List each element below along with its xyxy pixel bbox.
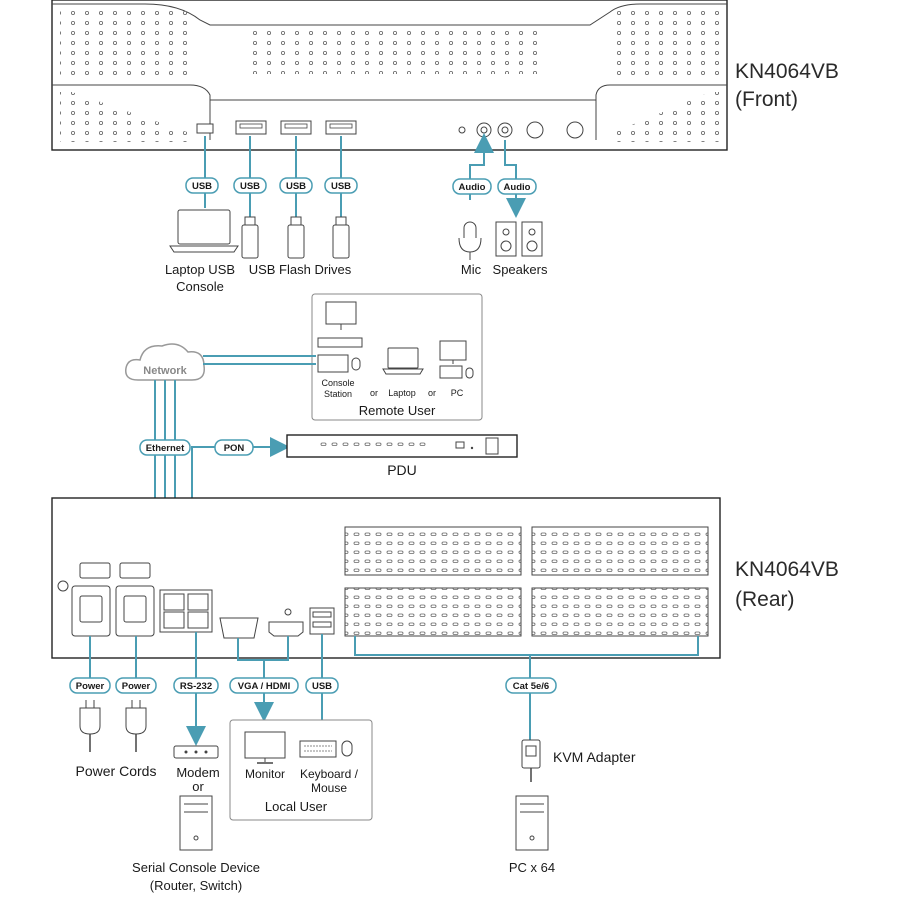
ground-screw-icon bbox=[57, 580, 69, 592]
vent-grille-icon bbox=[612, 10, 720, 80]
remote-user-label: Remote User bbox=[359, 403, 436, 418]
pc-monitor-icon bbox=[439, 340, 474, 379]
speakers-icon bbox=[495, 221, 543, 257]
usb-badge: USB bbox=[185, 177, 219, 194]
svg-text:Power: Power bbox=[76, 681, 105, 692]
laptop-console-label: Laptop USB bbox=[165, 262, 235, 277]
console-station-label: Console bbox=[321, 378, 354, 388]
vga-hdmi-badge: VGA / HDMI bbox=[229, 677, 299, 694]
remote-pc-label: PC bbox=[451, 388, 464, 398]
power-badge: Power bbox=[115, 677, 157, 694]
console-station-label-2: Station bbox=[324, 389, 352, 399]
kvm-port-array-icon bbox=[344, 587, 522, 637]
mini-usb-port-icon bbox=[196, 123, 214, 134]
serial-console-label: Serial Console Device bbox=[132, 860, 260, 875]
local-user-label: Local User bbox=[265, 799, 328, 814]
usb-flash-drive-icon bbox=[287, 216, 305, 259]
svg-text:Audio: Audio bbox=[459, 182, 486, 193]
svg-text:USB: USB bbox=[331, 181, 351, 192]
usb-flash-drive-icon bbox=[332, 216, 350, 259]
power-cords-label: Power Cords bbox=[76, 763, 157, 779]
vent-grille-icon bbox=[250, 28, 540, 74]
power-switch-icon bbox=[485, 437, 499, 455]
monitor-icon bbox=[244, 731, 286, 764]
power-badge: Power bbox=[69, 677, 111, 694]
keyboard-mouse-label-2: Mouse bbox=[311, 781, 347, 795]
svg-text:USB: USB bbox=[286, 181, 306, 192]
modem-icon bbox=[173, 745, 219, 759]
svg-text:Cat 5e/6: Cat 5e/6 bbox=[513, 681, 549, 692]
or-label: or bbox=[428, 388, 436, 398]
kvm-port-array-icon bbox=[344, 526, 522, 576]
audio-badge: Audio bbox=[497, 178, 537, 195]
svg-text:USB: USB bbox=[192, 181, 212, 192]
rear-model-label: KN4064VB bbox=[735, 558, 839, 581]
svg-text:USB: USB bbox=[240, 181, 260, 192]
usb-flash-drive-icon bbox=[241, 216, 259, 259]
pc-tower-icon bbox=[515, 795, 549, 851]
vent-grille-icon bbox=[60, 10, 190, 80]
svg-text:Ethernet: Ethernet bbox=[146, 443, 185, 454]
ethernet-badge: Ethernet bbox=[139, 439, 191, 456]
rs232-badge: RS-232 bbox=[173, 677, 219, 694]
usb-badge: USB bbox=[324, 177, 358, 194]
vga-port-icon bbox=[219, 617, 259, 639]
usb-badge: USB bbox=[233, 177, 267, 194]
network-cloud-icon: Network bbox=[125, 343, 205, 381]
front-unit bbox=[51, 0, 728, 151]
serial-console-label-2: (Router, Switch) bbox=[150, 878, 242, 893]
power-cord-icon bbox=[79, 700, 101, 752]
mic-label: Mic bbox=[461, 262, 482, 277]
modem-label: Modem bbox=[176, 765, 219, 780]
remote-laptop-label: Laptop bbox=[388, 388, 416, 398]
cat-cable-badge: Cat 5e/6 bbox=[505, 677, 557, 694]
keyboard-mouse-icon bbox=[299, 740, 353, 758]
or-label: or bbox=[370, 388, 378, 398]
monitor-label: Monitor bbox=[245, 767, 285, 781]
pc-count-label: PC x 64 bbox=[509, 860, 555, 875]
button-icon bbox=[526, 121, 544, 139]
hdmi-port-icon bbox=[268, 621, 304, 637]
front-model-label: KN4064VB bbox=[735, 60, 839, 83]
front-side-label: (Front) bbox=[735, 88, 798, 111]
console-station-icon bbox=[317, 301, 363, 373]
audio-badge: Audio bbox=[452, 178, 492, 195]
svg-text:Audio: Audio bbox=[504, 182, 531, 193]
svg-text:USB: USB bbox=[312, 681, 332, 692]
usb-badge: USB bbox=[279, 177, 313, 194]
pdu-label: PDU bbox=[387, 462, 417, 478]
laptop-console-label-2: Console bbox=[176, 279, 224, 294]
svg-text:RS-232: RS-232 bbox=[180, 681, 212, 692]
power-cord-icon bbox=[125, 700, 147, 752]
kvm-adapter-icon bbox=[521, 739, 541, 782]
server-tower-icon bbox=[179, 795, 213, 851]
svg-text:PON: PON bbox=[224, 443, 245, 454]
rear-unit bbox=[51, 497, 721, 659]
svg-text:Network: Network bbox=[143, 365, 187, 377]
button-icon bbox=[566, 121, 584, 139]
svg-text:Power: Power bbox=[122, 681, 151, 692]
kvm-port-array-icon bbox=[531, 587, 709, 637]
microphone-icon bbox=[458, 221, 482, 260]
usb-badge: USB bbox=[305, 677, 339, 694]
modem-or-label: or bbox=[192, 779, 204, 794]
keyboard-mouse-label: Keyboard / bbox=[300, 767, 359, 781]
led-indicator-icon bbox=[458, 126, 466, 134]
pon-badge: PON bbox=[214, 439, 254, 456]
speakers-label: Speakers bbox=[493, 262, 548, 277]
laptop-icon bbox=[382, 347, 424, 375]
rear-side-label: (Rear) bbox=[735, 588, 795, 611]
svg-text:VGA / HDMI: VGA / HDMI bbox=[238, 681, 290, 692]
laptop-icon bbox=[169, 209, 239, 253]
kvm-adapter-label: KVM Adapter bbox=[553, 749, 636, 765]
flash-drives-label: USB Flash Drives bbox=[249, 262, 352, 277]
pdu-unit bbox=[286, 434, 518, 458]
kvm-port-array-icon bbox=[531, 526, 709, 576]
